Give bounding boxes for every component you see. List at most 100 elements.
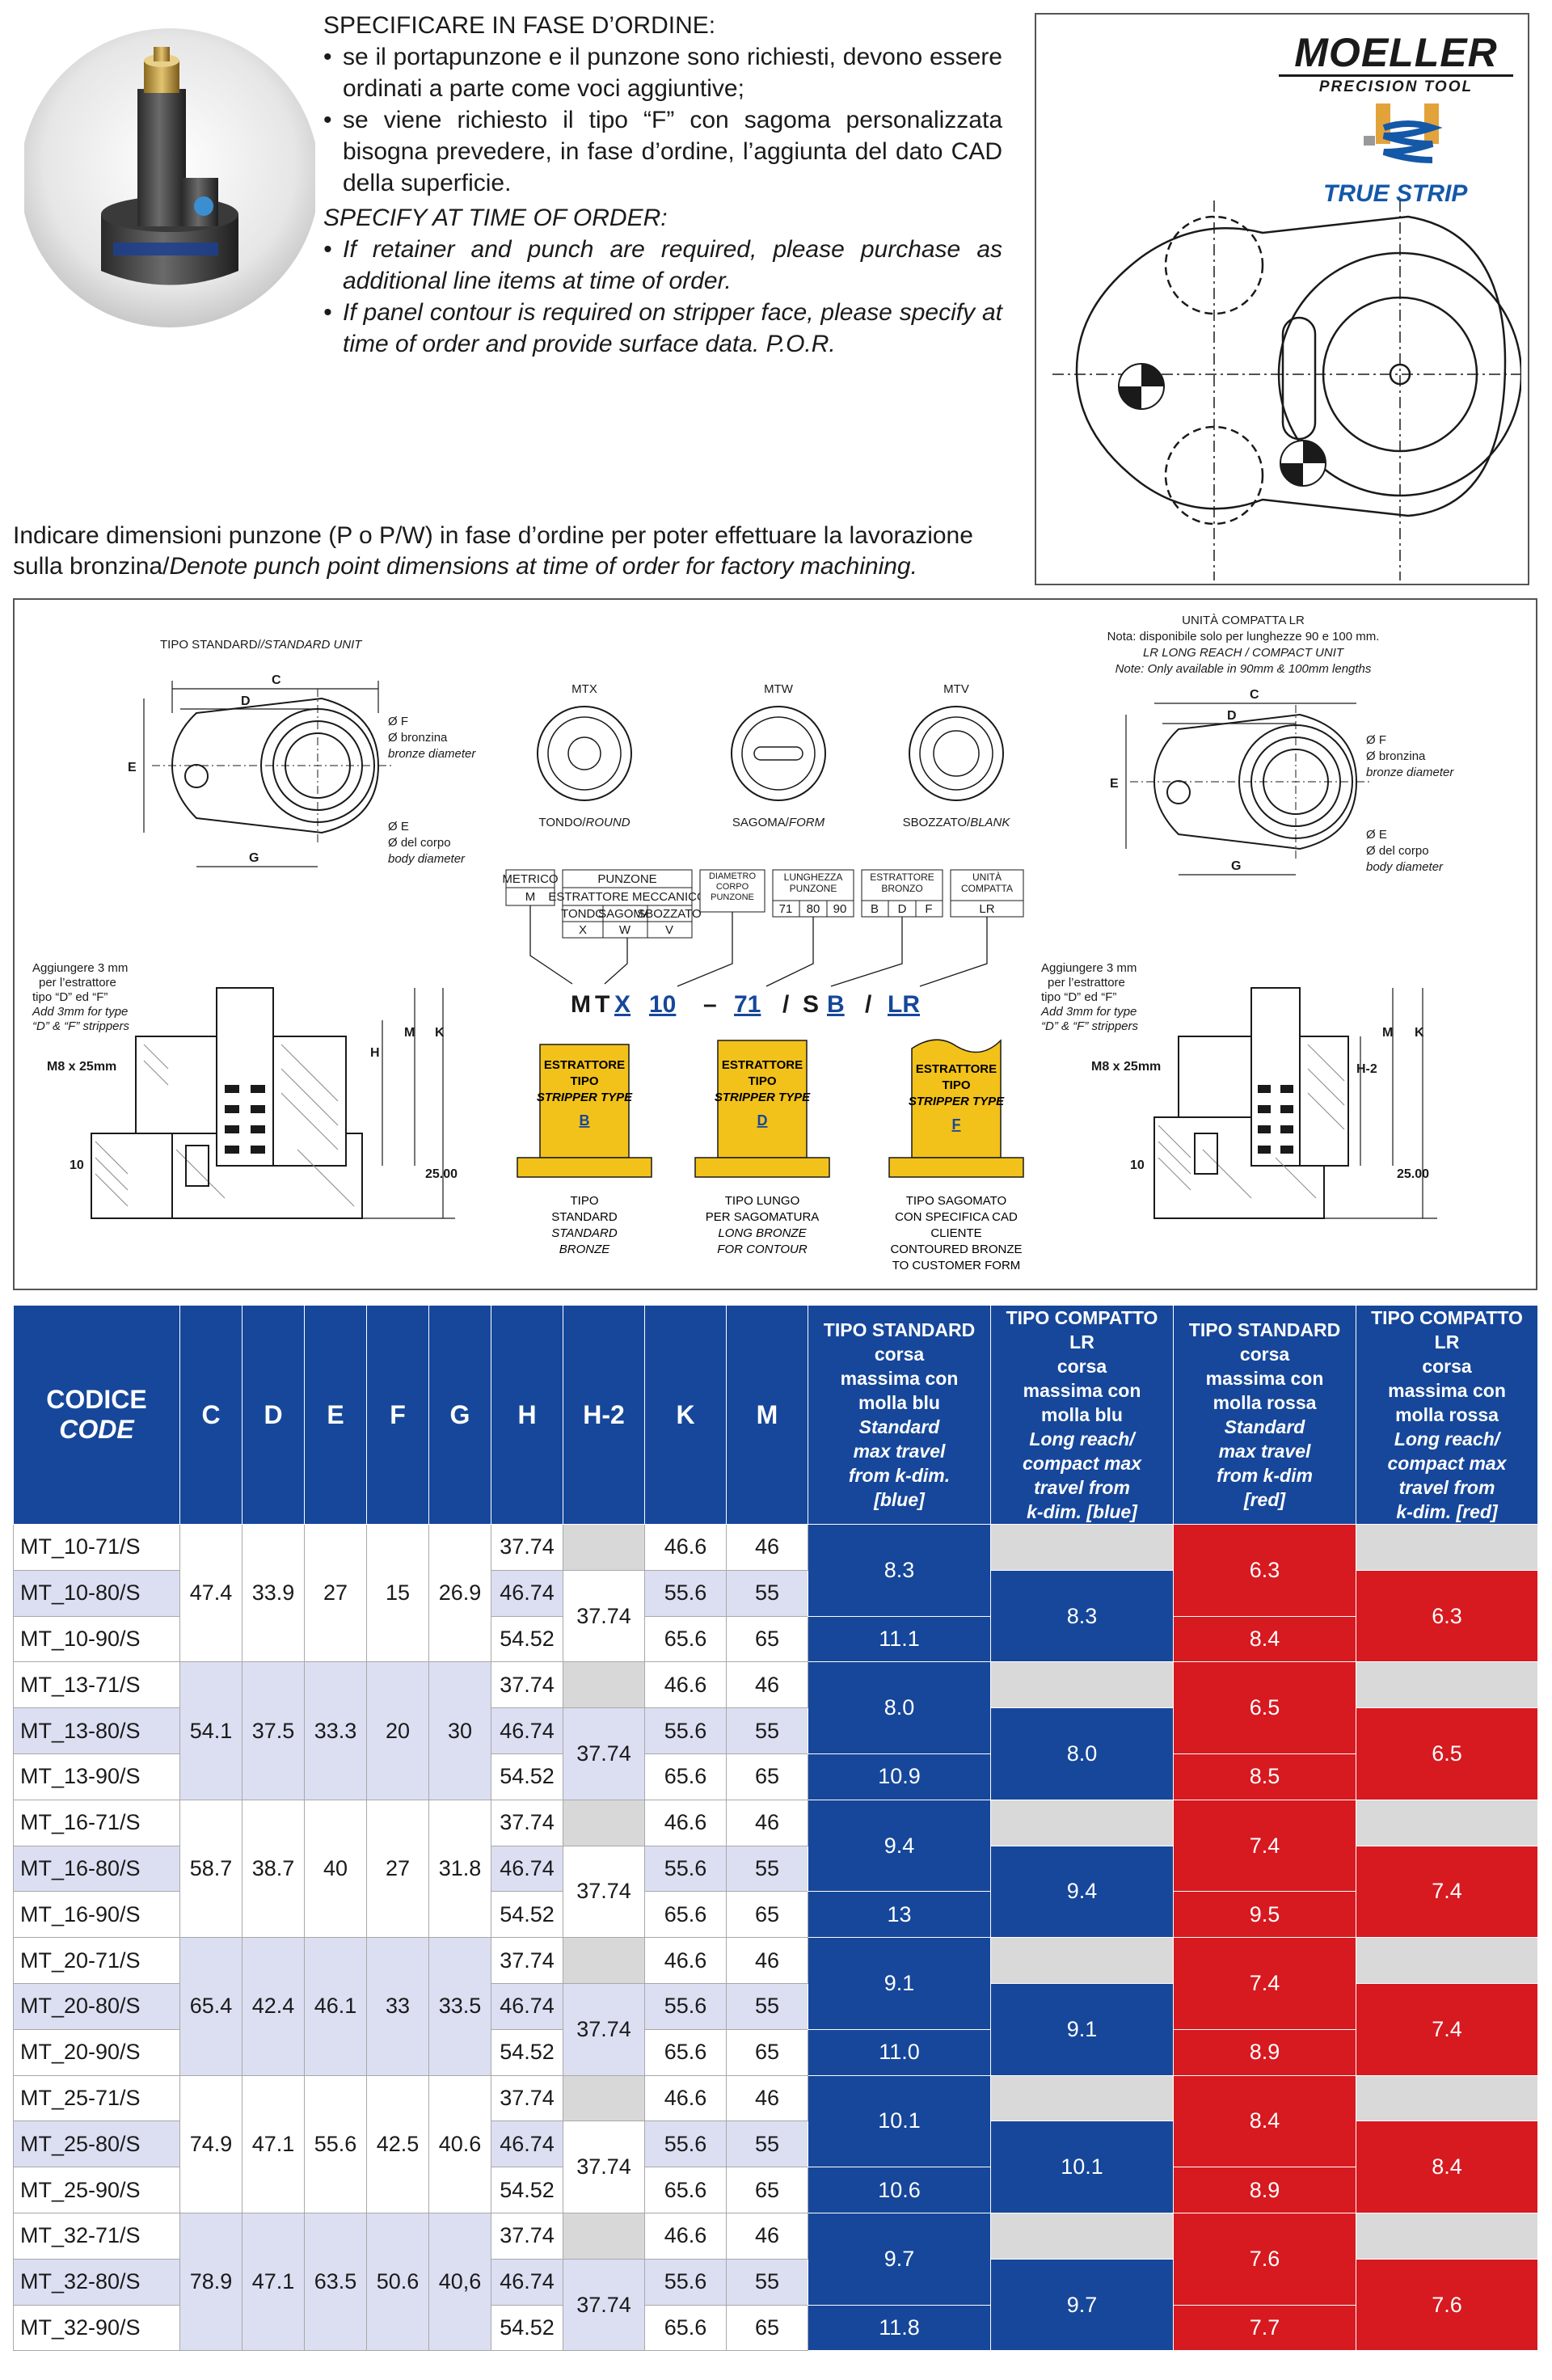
compact-add-note-en-2: “D” & “F” strippers (1041, 1019, 1139, 1033)
code-cell: MT_16-71/S (13, 1799, 180, 1846)
code-cell: MT_10-71/S (13, 1524, 180, 1571)
stripper-type-d: ESTRATTORE TIPO STRIPPER TYPE D TIPO LUN… (694, 1040, 830, 1256)
code-cell: MT_25-71/S (13, 2074, 180, 2122)
dim-h2-empty-cell (563, 1937, 645, 1984)
dim-g-label: G (249, 851, 259, 865)
lr-red-empty-cell (1356, 1937, 1538, 1984)
lr-red-travel-cell: 6.3 (1356, 1569, 1538, 1663)
dim-k-cell: 65.6 (644, 1753, 727, 1800)
std-blue-travel-cell: 11.8 (808, 2304, 991, 2352)
compact-dim-d: D (1227, 709, 1237, 723)
dim-k-cell: 65.6 (644, 1891, 727, 1939)
lr-red-travel-cell: 7.6 (1356, 2258, 1538, 2352)
svg-text:B: B (827, 991, 845, 1018)
dim-k-cell: 65.6 (644, 2167, 727, 2213)
dim-c-cell: 78.9 (179, 2212, 242, 2352)
std-blue-travel-cell: 10.6 (808, 2167, 991, 2213)
product-line-label: TRUE STRIP (1323, 180, 1468, 207)
dim-h2-cell: 37.74 (563, 2120, 645, 2213)
dim-e-label: E (128, 761, 137, 774)
code-cell: MT_20-71/S (13, 1937, 180, 1984)
svg-text:D: D (898, 902, 907, 916)
brand-subtitle: PRECISION TOOL (1279, 74, 1513, 96)
code-cell: MT_13-90/S (13, 1753, 180, 1800)
svg-text:B: B (580, 1112, 590, 1129)
compact-add-note-it-3: tipo “D” ed “F” (1041, 990, 1116, 1004)
body-diam-label-en: body diameter (388, 852, 466, 866)
brand-name: MOELLER (1294, 30, 1498, 75)
dim-h-cell: 37.74 (491, 1524, 563, 1571)
body-diam-label: Ø E (388, 820, 409, 833)
bronze-diam-label-en: bronze diameter (388, 747, 476, 761)
dim-h-cell: 54.52 (491, 2028, 563, 2076)
column-header-c: C (179, 1305, 242, 1525)
compact-bronze-diam: Ø F (1366, 733, 1386, 747)
dim-k-cell: 65.6 (644, 2028, 727, 2076)
svg-text:SAGOMA: SAGOMA (598, 907, 652, 921)
lr-blue-empty-cell (990, 1799, 1174, 1846)
dim-k-cell: 46.6 (644, 2212, 727, 2260)
svg-text:STRIPPER TYPE: STRIPPER TYPE (537, 1091, 633, 1104)
dim-m-cell: 55 (726, 1569, 808, 1617)
svg-text:PER SAGOMATURA: PER SAGOMATURA (706, 1210, 820, 1224)
svg-text:LR: LR (888, 991, 920, 1018)
lr-red-travel-cell: 6.5 (1356, 1707, 1538, 1800)
dim-h-cell: 37.74 (491, 1937, 563, 1984)
svg-text:F: F (952, 1116, 961, 1133)
dim-f-cell: 42.5 (366, 2074, 429, 2213)
lr-red-empty-cell (1356, 1661, 1538, 1709)
std-red-travel-cell: 7.6 (1173, 2212, 1356, 2306)
svg-text:71: 71 (779, 902, 793, 916)
order-notes-heading-it: SPECIFICARE IN FASE D’ORDINE: (323, 12, 716, 39)
dim-k-cell: 55.6 (644, 1845, 727, 1893)
svg-text:STANDARD: STANDARD (551, 1226, 618, 1240)
std-red-travel-cell: 9.5 (1173, 1891, 1356, 1939)
dim-h2-cell: 37.74 (563, 1707, 645, 1800)
std-red-travel-cell: 7.7 (1173, 2304, 1356, 2352)
dim-m-cell: 65 (726, 1615, 808, 1663)
dim-m-cell: 65 (726, 2028, 808, 2076)
lr-blue-travel-cell: 9.1 (990, 1982, 1174, 2076)
compact-body-diam-it: Ø del corpo (1366, 844, 1429, 858)
compact-dim-e: E (1110, 777, 1119, 791)
compact-screw-label: M8 x 25mm (1091, 1060, 1161, 1074)
dim-d-cell: 47.1 (242, 2074, 305, 2213)
svg-text:SAGOMA/FORM: SAGOMA/FORM (732, 816, 825, 829)
std-red-travel-cell: 6.5 (1173, 1661, 1356, 1754)
svg-text:MTV: MTV (943, 682, 969, 696)
compact-add-note-en-1: Add 3mm for type (1040, 1005, 1137, 1019)
dim-c-cell: 74.9 (179, 2074, 242, 2213)
svg-text:B: B (871, 902, 879, 916)
dim-d-cell: 37.5 (242, 1661, 305, 1800)
column-header-m: M (726, 1305, 808, 1525)
column-header-d: D (242, 1305, 305, 1525)
dim-g-cell: 40,6 (428, 2212, 491, 2352)
compact-dim-k: K (1415, 1026, 1424, 1040)
dim-e-cell: 46.1 (304, 1937, 367, 2076)
spring-icon (1364, 103, 1443, 163)
std-blue-travel-cell: 8.0 (808, 1661, 991, 1754)
svg-text:–: – (703, 991, 717, 1018)
dim-h2-empty-cell (563, 2212, 645, 2260)
dim-h-cell: 37.74 (491, 1661, 563, 1709)
svg-text:TONDO/ROUND: TONDO/ROUND (538, 816, 630, 829)
dim-m-cell: 65 (726, 2304, 808, 2352)
svg-text:STRIPPER TYPE: STRIPPER TYPE (715, 1091, 811, 1104)
svg-text:CLIENTE: CLIENTE (930, 1226, 981, 1240)
dim-d-cell: 33.9 (242, 1523, 305, 1663)
compact-note-1: Nota: disponibile solo per lunghezze 90 … (1107, 630, 1380, 644)
dim-m-cell: 55 (726, 1707, 808, 1754)
column-header-e: E (304, 1305, 367, 1525)
std-blue-travel-cell: 9.1 (808, 1937, 991, 2030)
dim-c-cell: 58.7 (179, 1799, 242, 1939)
add-note-en-2: “D” & “F” strippers (32, 1019, 130, 1033)
dim-g-cell: 30 (428, 1661, 491, 1800)
dim-g-cell: 40.6 (428, 2074, 491, 2213)
dim-h-cell: 37.74 (491, 1799, 563, 1846)
dim-h-cell: 37.74 (491, 2212, 563, 2260)
lr-red-empty-cell (1356, 2074, 1538, 2122)
svg-text:FOR CONTOUR: FOR CONTOUR (717, 1243, 808, 1256)
